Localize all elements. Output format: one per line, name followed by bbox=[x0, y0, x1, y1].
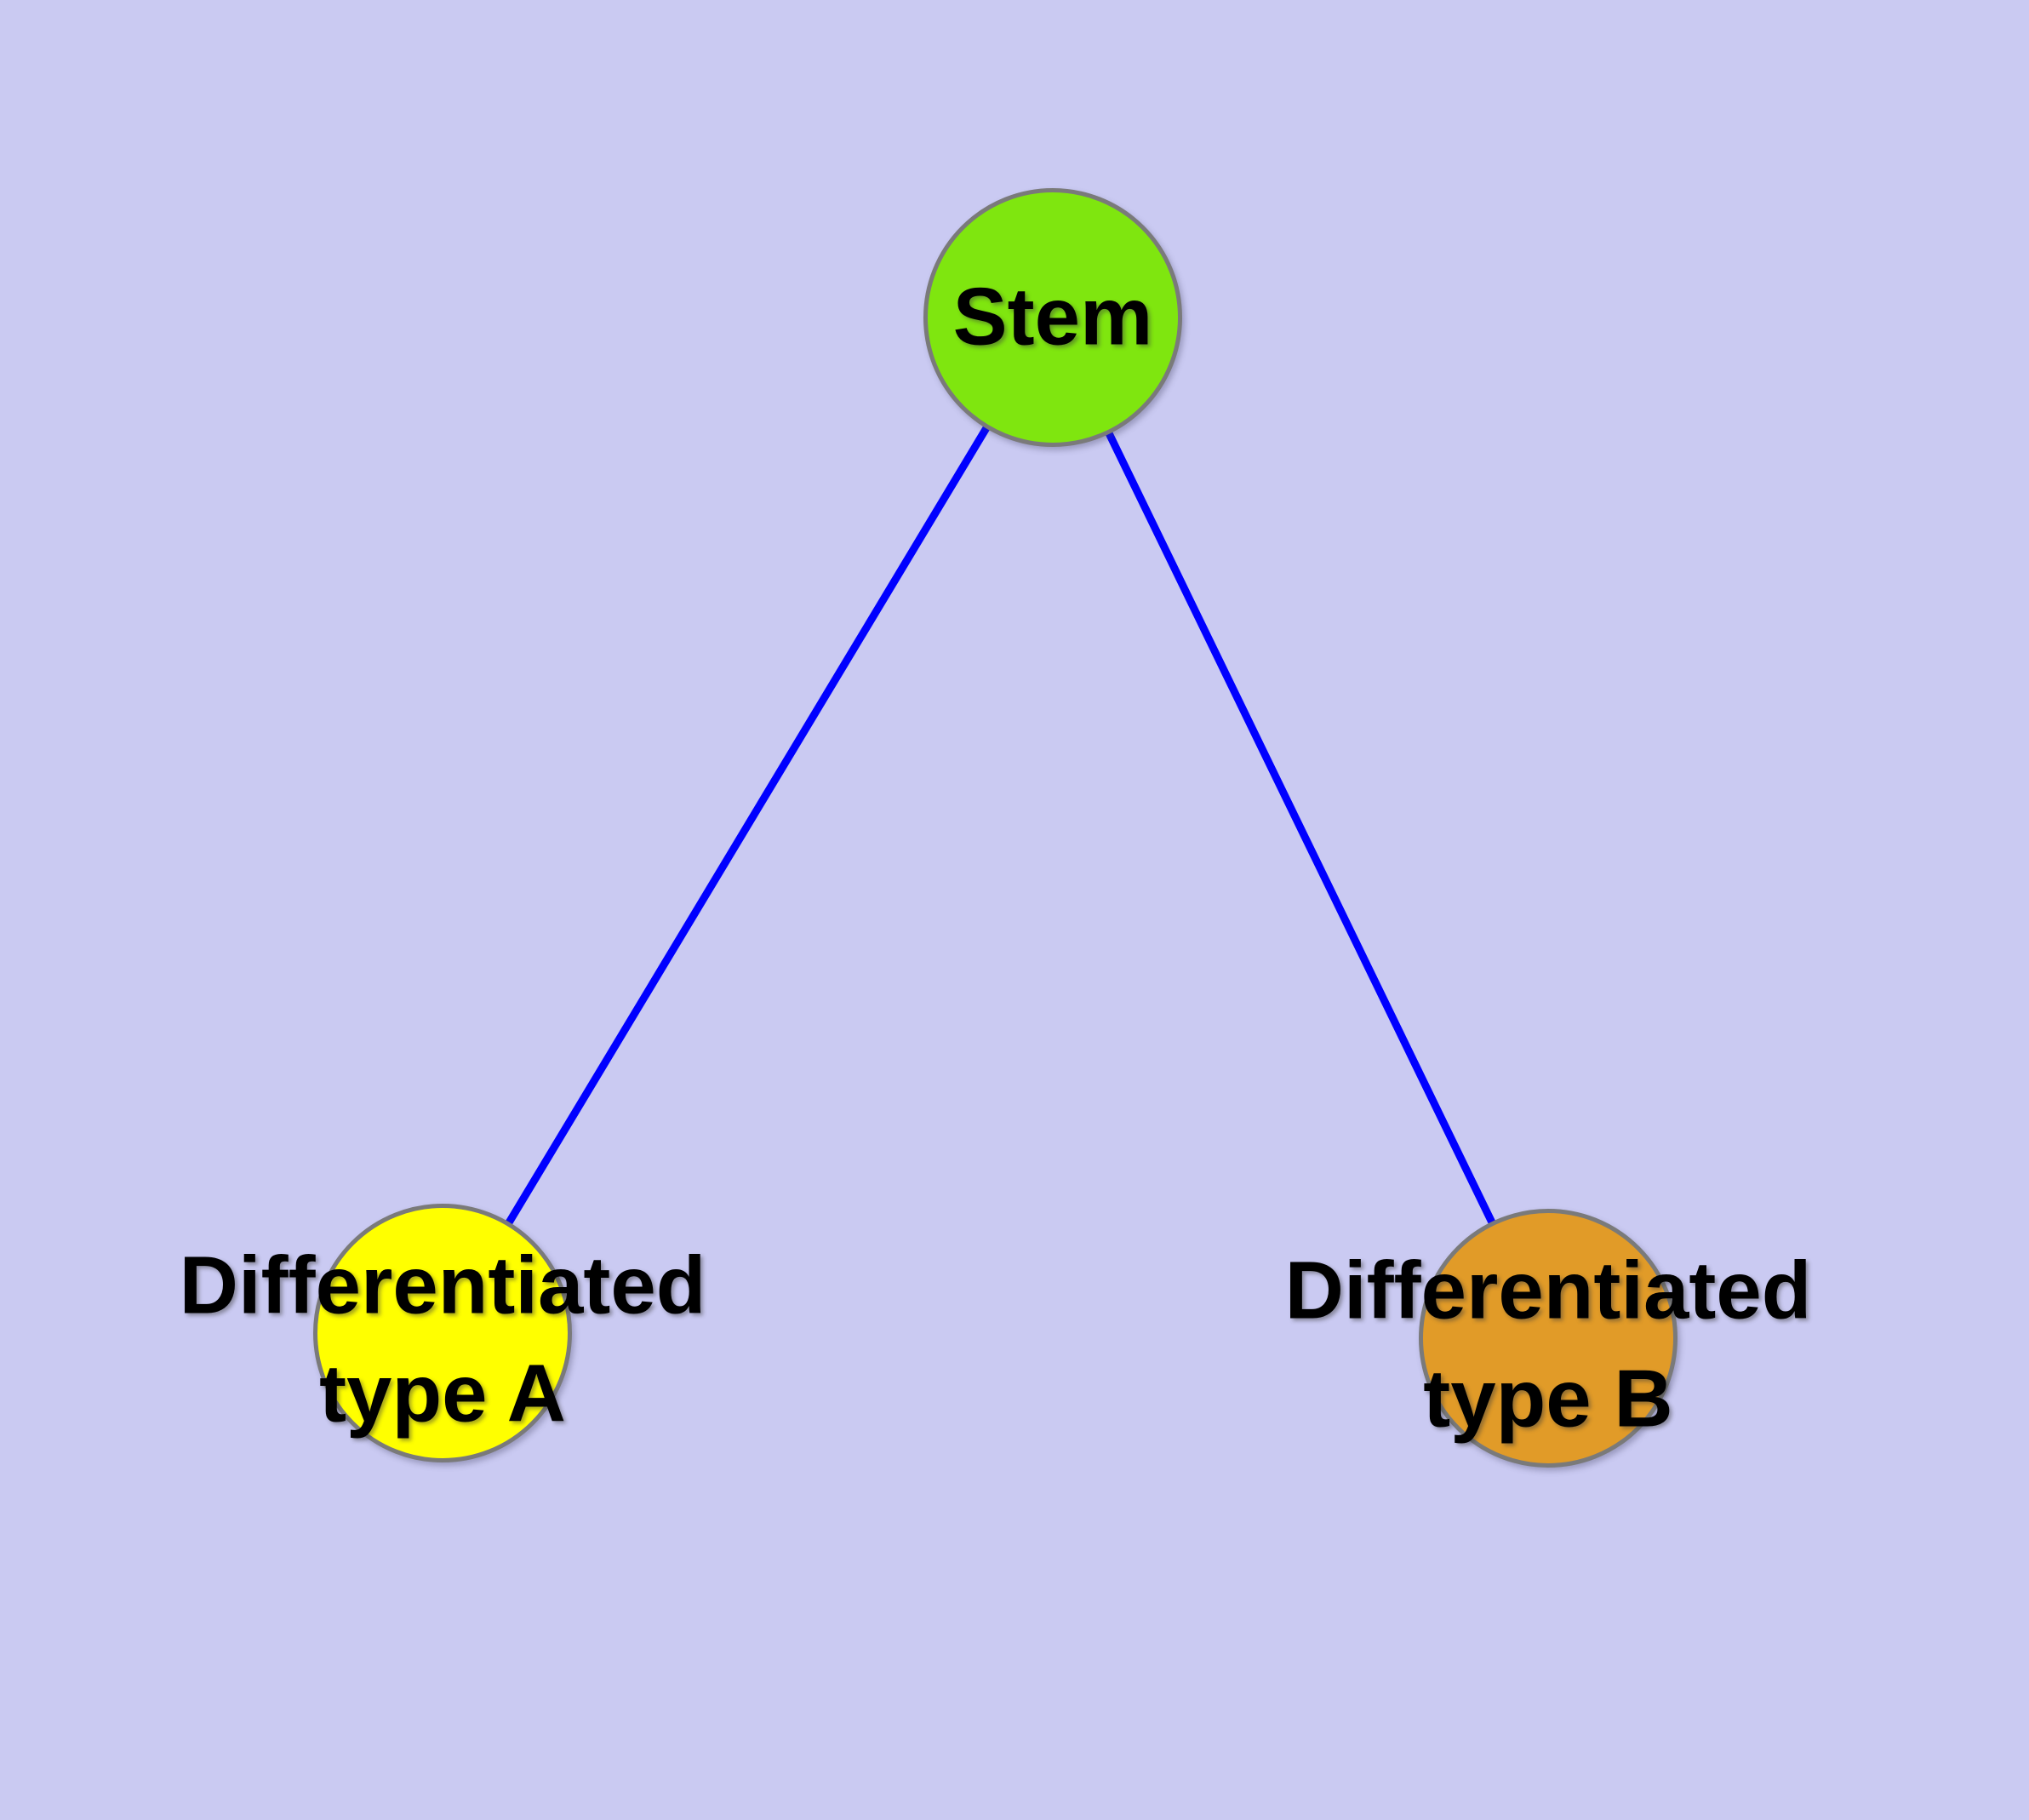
edge-stem-to-type-a bbox=[439, 315, 1056, 1336]
node-differentiated-type-b-circle bbox=[1419, 1209, 1677, 1468]
node-differentiated-type-a-circle bbox=[313, 1204, 572, 1462]
node-stem-circle bbox=[923, 188, 1182, 447]
edge-stem-to-type-b bbox=[1049, 316, 1552, 1340]
